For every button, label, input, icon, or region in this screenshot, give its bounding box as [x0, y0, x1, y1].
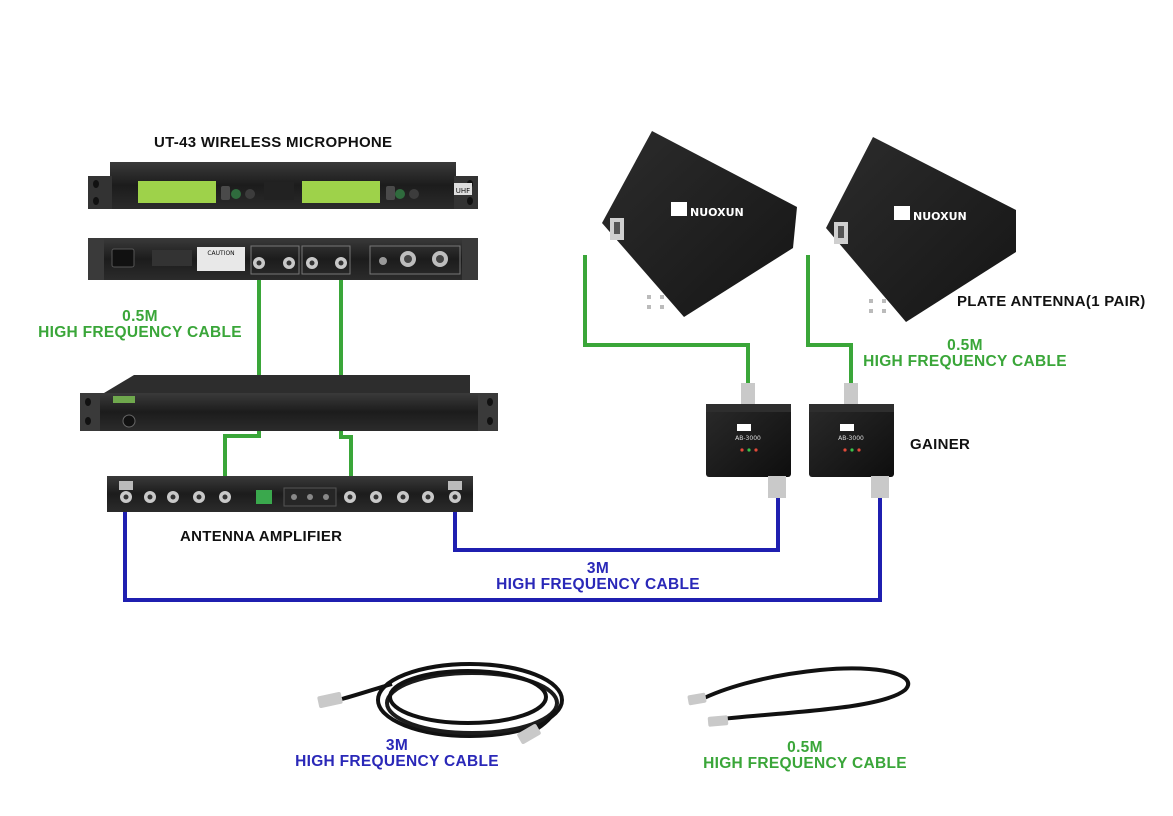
cable-type: HIGH FREQUENCY CABLE: [703, 754, 907, 772]
green-cable-antenna-1: [583, 255, 750, 388]
green-cable-left-a: [223, 268, 261, 494]
gainer-model: AB-3000: [838, 435, 864, 442]
sample-cable-0-5m: [687, 666, 911, 727]
brand-logo: NUOXUN: [690, 206, 744, 219]
green-cable-antenna-2: [806, 255, 853, 388]
cable-length: 3M: [385, 737, 409, 754]
receiver-front: UHF: [88, 162, 478, 209]
gainer-1: AB-3000: [706, 383, 791, 498]
green-cable-left-b: [339, 268, 353, 494]
caution-text: CAUTION: [207, 250, 234, 257]
gainer-2: AB-3000: [809, 383, 894, 498]
caution-label: [197, 247, 245, 271]
main-blue-cable-label: 3M HIGH FREQUENCY CABLE: [494, 561, 702, 592]
lcd-display: [138, 181, 216, 203]
right-green-cable-label: 0.5M HIGH FREQUENCY CABLE: [861, 338, 1069, 369]
brand-logo: NUOXUN: [913, 210, 967, 223]
left-green-cable-label: 0.5M HIGH FREQUENCY CABLE: [36, 309, 244, 340]
plate-antenna-label: PLATE ANTENNA(1 PAIR): [957, 293, 1146, 310]
cable-type: HIGH FREQUENCY CABLE: [496, 575, 700, 593]
antenna-amplifier: [107, 476, 473, 512]
sample-blue-cable-label: 3M HIGH FREQUENCY CABLE: [293, 738, 501, 769]
cable-length: 3M: [586, 560, 610, 577]
cable-type: HIGH FREQUENCY CABLE: [38, 323, 242, 341]
receiver-title: UT-43 WIRELESS MICROPHONE: [154, 134, 393, 151]
cable-length: 0.5M: [947, 337, 983, 354]
cable-type: HIGH FREQUENCY CABLE: [863, 352, 1067, 370]
lcd-display: [302, 181, 380, 203]
plate-antenna-2: NUOXUN: [826, 137, 1016, 322]
cable-length: 0.5M: [787, 739, 823, 756]
gainer-model: AB-3000: [735, 435, 761, 442]
antenna-amplifier-label: ANTENNA AMPLIFIER: [180, 528, 343, 545]
cable-type: HIGH FREQUENCY CABLE: [295, 752, 499, 770]
sample-green-cable-label: 0.5M HIGH FREQUENCY CABLE: [701, 740, 909, 771]
sample-cable-3m: [317, 662, 564, 744]
blue-cable-1: [453, 496, 780, 552]
receiver-rear: CAUTION: [88, 238, 478, 280]
gainer-label: GAINER: [910, 436, 971, 453]
cable-length: 0.5M: [122, 308, 158, 325]
distribution-unit: [80, 375, 498, 431]
plate-antenna-1: NUOXUN: [602, 131, 797, 317]
blue-cable-2: [123, 496, 882, 602]
uhf-badge: UHF: [456, 187, 470, 195]
